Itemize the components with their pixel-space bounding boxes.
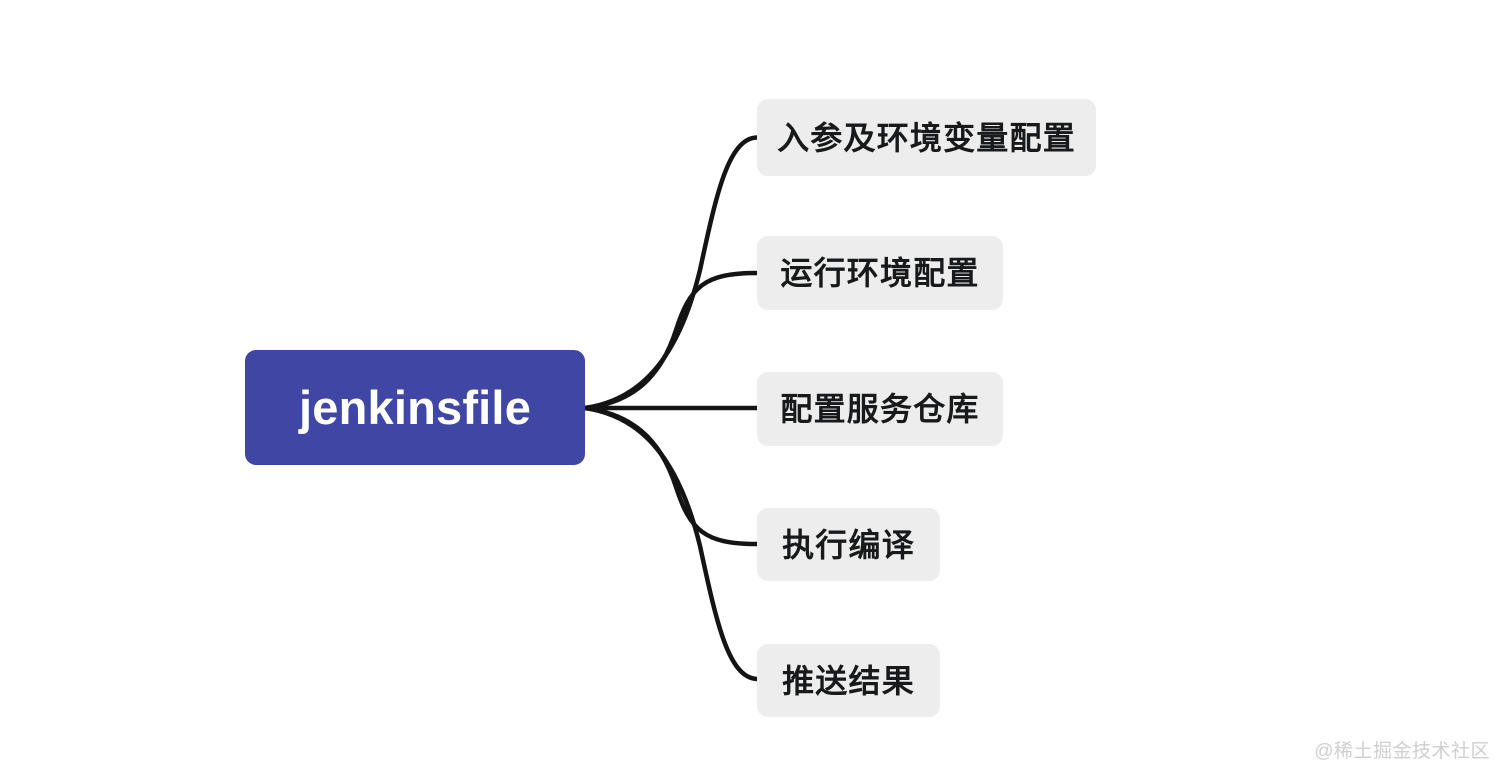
watermark: @稀土掘金技术社区 (1314, 741, 1490, 762)
branch-node-2-label: 运行环境配置 (780, 255, 980, 291)
root-node-label: jenkinsfile (298, 381, 532, 434)
root-node[interactable]: jenkinsfile (245, 350, 585, 465)
branch-node-1[interactable]: 入参及环境变量配置 (757, 99, 1096, 176)
edge-to-branch-4 (582, 405, 760, 547)
branch-node-4[interactable]: 执行编译 (757, 508, 940, 581)
branch-node-2[interactable]: 运行环境配置 (757, 236, 1003, 310)
branch-node-5-label: 推送结果 (782, 662, 915, 699)
edge-to-branch-1 (582, 135, 760, 411)
branch-node-3[interactable]: 配置服务仓库 (757, 372, 1003, 446)
branch-node-5[interactable]: 推送结果 (757, 644, 940, 717)
edge-to-branch-5 (582, 405, 760, 682)
branch-node-4-label: 执行编译 (782, 526, 915, 563)
branch-node-3-label: 配置服务仓库 (780, 391, 980, 427)
edge-to-branch-2 (582, 270, 760, 411)
branch-node-1-label: 入参及环境变量配置 (777, 119, 1076, 156)
